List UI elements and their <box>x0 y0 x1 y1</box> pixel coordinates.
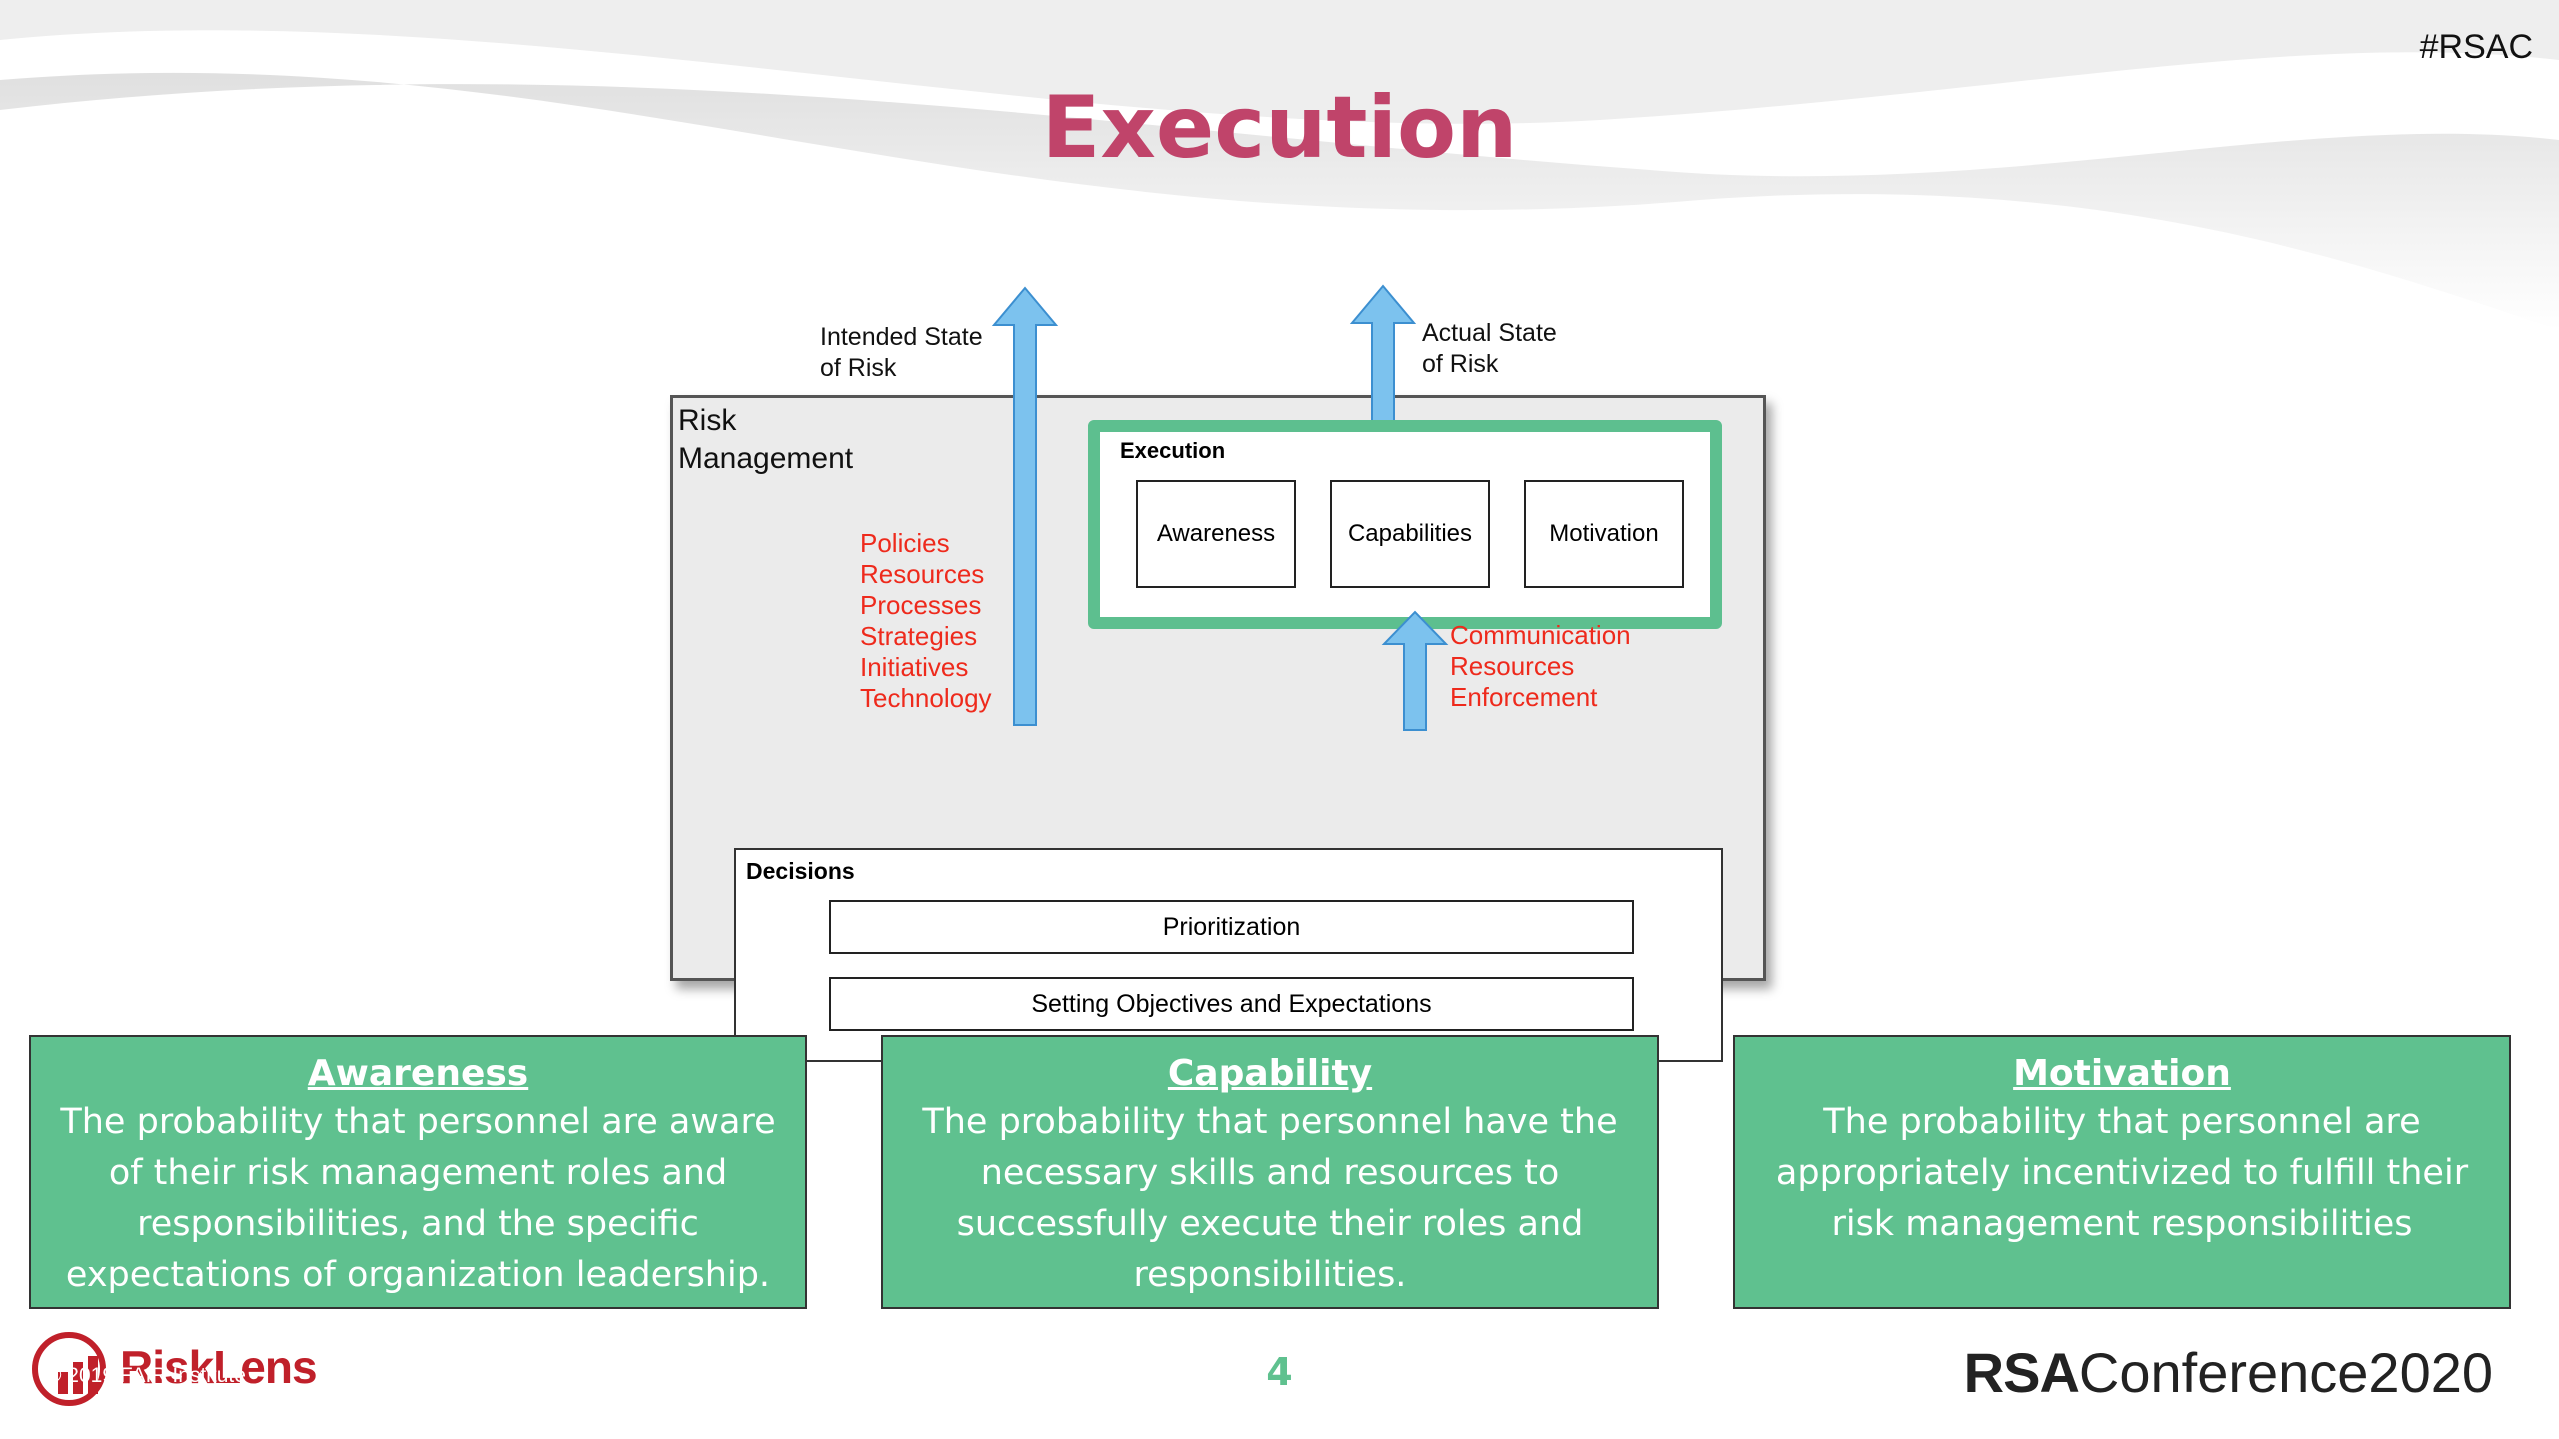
risklens-logo-text: RiskLens <box>120 1341 318 1393</box>
hashtag-label: #RSAC <box>2419 28 2533 66</box>
card-title: Motivation <box>2013 1053 2231 1094</box>
rsa-conference-logo: RSAConference2020 <box>1964 1340 2493 1405</box>
card-text-line: The probability that personnel are <box>1823 1102 2421 1142</box>
communication-arrow-icon <box>1381 610 1449 731</box>
bar-chart-icon <box>58 1356 98 1394</box>
card-text-line: expectations of organization leadership. <box>65 1255 771 1295</box>
card-text-line: risk management responsibilities <box>1831 1204 2413 1244</box>
inputs-list: Policies Resources Processes Strategies … <box>860 528 992 713</box>
objectives-box: Setting Objectives and Expectations <box>829 977 1634 1031</box>
risk-management-label: Risk Management <box>678 404 854 475</box>
motivation-box: Motivation <box>1524 480 1684 588</box>
execution-label: Execution <box>1120 438 1226 463</box>
card-text-line: The probability that personnel are aware <box>60 1102 776 1142</box>
card-text-line: The probability that personnel have the <box>922 1102 1618 1142</box>
page-number: 4 <box>1266 1350 1293 1394</box>
motivation-card: Motivation The probability that personne… <box>1733 1035 2511 1309</box>
risklens-logo-icon <box>32 1332 106 1406</box>
rsa-logo-light: Conference2020 <box>2078 1341 2493 1404</box>
page-title: Execution <box>1041 78 1518 178</box>
copyright-text: © 2019 FAIR Institute <box>46 1364 246 1387</box>
actual-state-arrow-icon <box>1349 284 1417 424</box>
intended-state-arrow-icon <box>991 286 1059 726</box>
card-text-line: responsibilities, and the specific <box>137 1204 699 1244</box>
card-title: Awareness <box>307 1053 529 1094</box>
decisions-box: Decisions Prioritization Setting Objecti… <box>734 848 1723 1062</box>
card-text-line: of their risk management roles and <box>108 1153 728 1193</box>
card-text-line: appropriately incentivized to fulfill th… <box>1775 1153 2469 1193</box>
capability-card: Capability The probability that personne… <box>881 1035 1659 1309</box>
card-text-line: successfully execute their roles and <box>956 1204 1584 1244</box>
prioritization-box: Prioritization <box>829 900 1634 954</box>
rsa-logo-bold: RSA <box>1963 1341 2080 1404</box>
decisions-label: Decisions <box>746 858 855 884</box>
awareness-box: Awareness <box>1136 480 1296 588</box>
enablers-list: Communication Resources Enforcement <box>1450 620 1631 712</box>
awareness-card: Awareness The probability that personnel… <box>29 1035 807 1309</box>
execution-box: Execution Awareness Capabilities Motivat… <box>1088 420 1722 629</box>
actual-state-label: Actual State of Risk <box>1422 319 1557 378</box>
card-text-line: responsibilities. <box>1133 1255 1407 1295</box>
capabilities-box: Capabilities <box>1330 480 1490 588</box>
risklens-logo: RiskLens <box>28 1332 318 1414</box>
intended-state-label: Intended State of Risk <box>820 323 983 382</box>
card-text-line: necessary skills and resources to <box>980 1153 1560 1193</box>
card-title: Capability <box>1167 1053 1373 1094</box>
background-swoosh <box>0 0 2559 330</box>
risk-management-diagram: Decisions Prioritization Setting Objecti… <box>660 280 1780 1062</box>
